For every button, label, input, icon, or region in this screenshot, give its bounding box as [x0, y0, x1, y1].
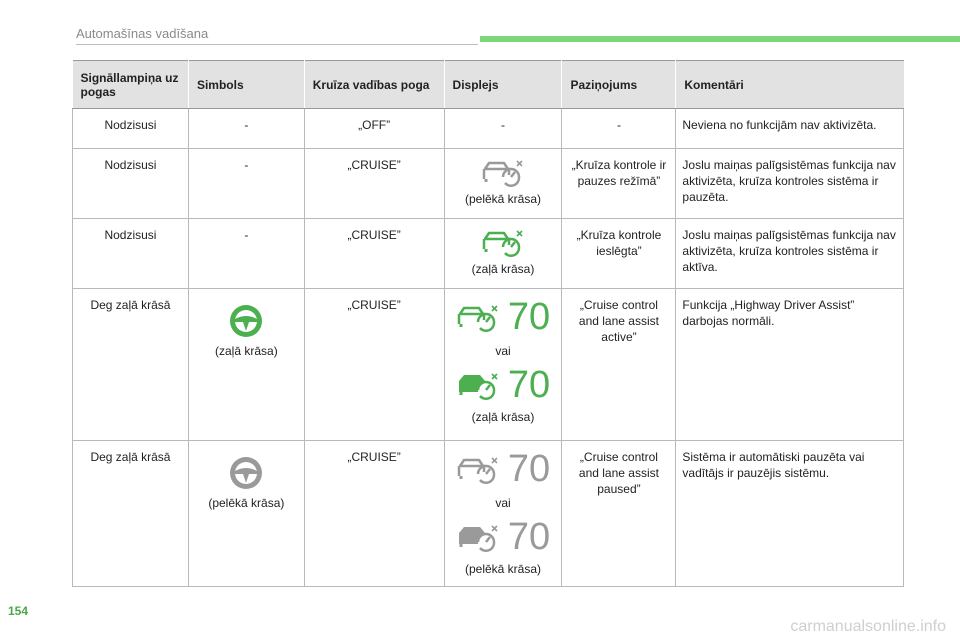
steering-wheel-icon: [230, 305, 263, 337]
car-speedometer-icon: [457, 305, 498, 332]
column-header-message: Paziņojums: [561, 60, 677, 109]
lamp-cell: Nodzisusi: [72, 148, 189, 219]
comment-cell: Sistēma ir automātiski pauzēta vai vadīt…: [675, 440, 904, 587]
car-speedometer-icon: [458, 373, 498, 400]
table-row: Nodzisusi - „CRUISE” (pelēkā krāsa) „Kru…: [72, 148, 904, 219]
set-speed-value: 70: [507, 296, 551, 338]
set-speed-value: 70: [507, 516, 551, 558]
lamp-cell: Nodzisusi: [72, 108, 189, 149]
comment-cell: Joslu maiņas palīgsistēmas funkcija nav …: [675, 218, 904, 289]
column-header-symbol: Simbols: [188, 60, 305, 109]
table-row: Deg zaļā krāsā (pelēkā krāsa) „CRUISE”: [72, 440, 904, 587]
set-speed-value: 70: [507, 364, 551, 406]
or-text: vai: [495, 496, 511, 510]
comment-cell: Joslu maiņas palīgsistēmas funkcija nav …: [675, 148, 904, 219]
car-speedometer-icon: [482, 230, 523, 257]
message-cell: „Cruise control and lane assist active”: [561, 288, 677, 441]
steering-wheel-icon: [230, 457, 263, 489]
symbol-colour-note: (pelēkā krāsa): [208, 496, 285, 510]
comment-cell: Neviena no funkcijām nav aktivizēta.: [675, 108, 904, 149]
display-colour-note: (pelēkā krāsa): [464, 192, 542, 206]
set-speed-value: 70: [507, 448, 551, 490]
display-cell: (zaļā krāsa): [444, 218, 563, 289]
car-speedometer-icon: [482, 160, 523, 187]
message-cell: „Kruīza kontrole ieslēgta”: [561, 218, 677, 289]
symbol-cell: (zaļā krāsa): [188, 288, 305, 441]
table-row: Deg zaļā krāsā (zaļā krāsa) „CRUISE”: [72, 288, 904, 441]
button-cell: „OFF”: [304, 108, 445, 149]
symbol-cell: -: [188, 148, 305, 219]
symbol-cell: (pelēkā krāsa): [188, 440, 305, 587]
display-cell: -: [444, 108, 563, 149]
display-colour-note: (zaļā krāsa): [471, 410, 535, 424]
display-cell: (pelēkā krāsa): [444, 148, 563, 219]
table-row: Nodzisusi - „OFF” - - Neviena no funkcij…: [72, 108, 904, 149]
table-header-row: Signāllampiņa uz pogas Simbols Kruīza va…: [72, 60, 904, 109]
display-colour-note: (zaļā krāsa): [471, 262, 535, 276]
message-cell: „Cruise control and lane assist paused”: [561, 440, 677, 587]
car-speedometer-icon: [457, 457, 498, 484]
symbol-colour-note: (zaļā krāsa): [215, 344, 278, 358]
column-header-button: Kruīza vadības poga: [304, 60, 445, 109]
message-cell: -: [561, 108, 677, 149]
display-cell: 70 vai 70 (pelēkā krāsa): [444, 440, 563, 587]
comment-cell: Funkcija „Highway Driver Assist” darboja…: [675, 288, 904, 441]
table-row: Nodzisusi - „CRUISE” (zaļā krāsa) „Kruīz…: [72, 218, 904, 289]
button-cell: „CRUISE”: [304, 148, 445, 219]
button-cell: „CRUISE”: [304, 288, 445, 441]
lamp-cell: Deg zaļā krāsā: [72, 440, 189, 587]
car-speedometer-icon: [458, 525, 498, 552]
lamp-cell: Deg zaļā krāsā: [72, 288, 189, 441]
lamp-cell: Nodzisusi: [72, 218, 189, 289]
watermark: carmanualsonline.info: [790, 618, 946, 635]
cruise-control-table: Signāllampiņa uz pogas Simbols Kruīza va…: [72, 60, 904, 587]
column-header-comment: Komentāri: [675, 60, 904, 109]
page-number: 154: [8, 604, 29, 618]
display-colour-note: (pelēkā krāsa): [464, 562, 542, 576]
display-cell: 70 vai 70 (zaļā krāsa): [444, 288, 563, 441]
message-cell: „Kruīza kontrole ir pauzes režīmā”: [561, 148, 677, 219]
header-rule: [76, 44, 478, 45]
or-text: vai: [495, 344, 511, 358]
column-header-lamp: Signāllampiņa uz pogas: [72, 60, 189, 109]
symbol-cell: -: [188, 108, 305, 149]
button-cell: „CRUISE”: [304, 440, 445, 587]
button-cell: „CRUISE”: [304, 218, 445, 289]
column-header-display: Displejs: [444, 60, 563, 109]
header-title: Automašīnas vadīšana: [76, 26, 209, 41]
header-accent-bar: [480, 36, 960, 42]
symbol-cell: -: [188, 218, 305, 289]
